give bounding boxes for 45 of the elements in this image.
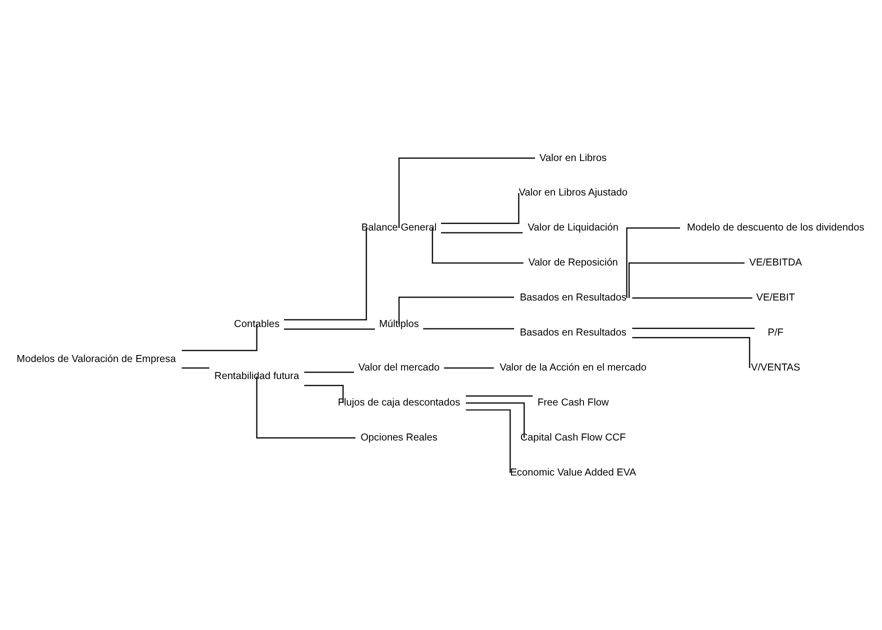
connector <box>466 402 525 438</box>
node-text: V/VENTAS <box>751 362 800 374</box>
connector <box>256 376 356 438</box>
connector <box>466 408 511 472</box>
connector <box>441 232 523 233</box>
connector <box>466 394 533 396</box>
node-text: Capital Cash Flow CCF <box>520 432 626 444</box>
node-text: VE/EBIT <box>756 292 795 304</box>
connector <box>444 366 494 368</box>
node-text: Basados en Resultados <box>520 327 626 338</box>
node-text: Balance General <box>361 222 437 234</box>
connector <box>423 328 514 329</box>
node-text: Valor de la Acción en el mercado <box>500 362 647 374</box>
connector <box>304 371 354 372</box>
connector <box>432 228 524 264</box>
connector <box>632 336 750 368</box>
node-text: Modelo de descuento de los dividendos <box>686 222 864 234</box>
connector <box>284 228 367 320</box>
connector <box>304 384 344 402</box>
connector <box>632 327 755 328</box>
node-text: VE/EBITDA <box>749 257 802 268</box>
node-text: Basados en Resultados <box>520 292 626 304</box>
connector <box>284 328 375 330</box>
connector <box>626 226 680 298</box>
node-text: Opciones Reales <box>360 432 438 444</box>
node-text: Valor de Reposición <box>528 257 618 268</box>
node-text: Rentabilidad futura <box>214 370 300 382</box>
node-text: Valor en Libros Ajustado <box>518 187 628 198</box>
node-text: Múltiplos <box>379 318 419 330</box>
connector <box>182 366 210 368</box>
node-text: P/F <box>768 327 784 338</box>
node-text: Flujos de caja descontados <box>338 397 460 408</box>
connector <box>632 296 752 298</box>
node-text: Economic Value Added EVA <box>510 467 636 478</box>
connector <box>398 296 514 324</box>
connector <box>441 192 520 224</box>
node-text: Valor en Libros <box>540 152 607 164</box>
node-text: Free Cash Flow <box>538 397 609 408</box>
connector <box>628 262 745 298</box>
node-text: Valor de Liquidación <box>528 222 619 234</box>
connector <box>182 324 258 351</box>
connector <box>398 156 536 228</box>
node-text: Modelos de Valoración de Empresa <box>16 354 176 365</box>
node-text: Valor del mercado <box>358 362 440 374</box>
node-text: Contables <box>234 318 280 330</box>
